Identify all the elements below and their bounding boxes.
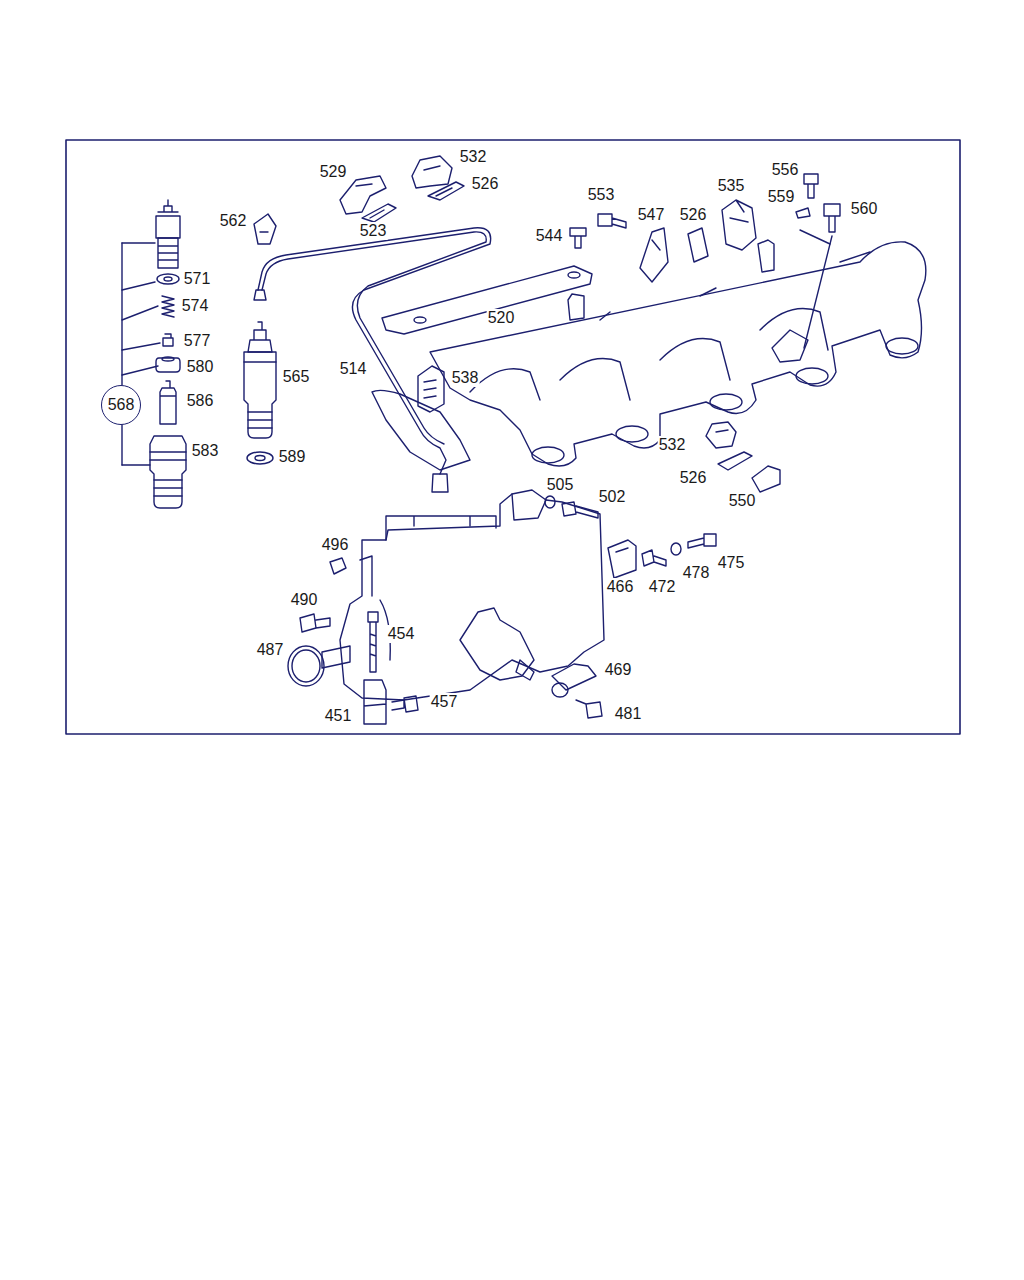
- callout-number: 544: [535, 227, 564, 245]
- frame: [66, 140, 960, 734]
- callout-number: 529: [319, 163, 348, 181]
- callout-number: 535: [717, 177, 746, 195]
- fasteners-top: [570, 174, 840, 348]
- callout-number: 568: [108, 396, 135, 414]
- callout-number: 514: [339, 360, 368, 378]
- callout-number: 451: [324, 707, 353, 725]
- callout-number: 475: [717, 554, 746, 572]
- manifold-bracket: [382, 266, 592, 334]
- callout-number: 556: [771, 161, 800, 179]
- callout-number: 526: [679, 206, 708, 224]
- callout-number: 560: [850, 200, 879, 218]
- callout-number: 583: [191, 442, 220, 460]
- kit-bracket: [122, 243, 160, 465]
- injection-pump: [322, 490, 604, 700]
- callout-number: 538: [451, 369, 480, 387]
- callout-number: 532: [459, 148, 488, 166]
- callout-number: 589: [278, 448, 307, 466]
- callout-number: 574: [181, 297, 210, 315]
- callout-number: 565: [282, 368, 311, 386]
- callout-number: 550: [728, 492, 757, 510]
- callout-number: 547: [637, 206, 666, 224]
- pipe-clips: [340, 156, 780, 492]
- callout-number: 466: [606, 578, 635, 596]
- fasteners-pump: [288, 496, 716, 724]
- callout-number: 586: [186, 392, 215, 410]
- callout-number: 526: [471, 175, 500, 193]
- nozzle-holder-parts: [150, 200, 186, 508]
- callout-number: 454: [387, 625, 416, 643]
- injection-pipe: [254, 214, 491, 492]
- callout-number: 526: [679, 469, 708, 487]
- callout-number: 487: [256, 641, 285, 659]
- callout-number: 577: [183, 332, 212, 350]
- callout-number: 571: [183, 270, 212, 288]
- callout-number: 490: [290, 591, 319, 609]
- callout-number: 562: [219, 212, 248, 230]
- callout-number: 496: [321, 536, 350, 554]
- callout-number: 523: [359, 222, 388, 240]
- callout-number: 502: [598, 488, 627, 506]
- connector: [418, 366, 444, 412]
- callout-number: 580: [186, 358, 215, 376]
- callout-number: 478: [682, 564, 711, 582]
- callout-circle: 568: [101, 385, 141, 425]
- callout-number: 472: [648, 578, 677, 596]
- callout-number: 505: [546, 476, 575, 494]
- callout-number: 559: [767, 188, 796, 206]
- intake-manifold: [372, 240, 926, 470]
- callout-number: 520: [487, 309, 516, 327]
- callout-number: 469: [604, 661, 633, 679]
- callout-number: 532: [658, 436, 687, 454]
- injector: [244, 322, 276, 464]
- callout-number: 457: [430, 693, 459, 711]
- callout-number: 481: [614, 705, 643, 723]
- callout-number: 553: [587, 186, 616, 204]
